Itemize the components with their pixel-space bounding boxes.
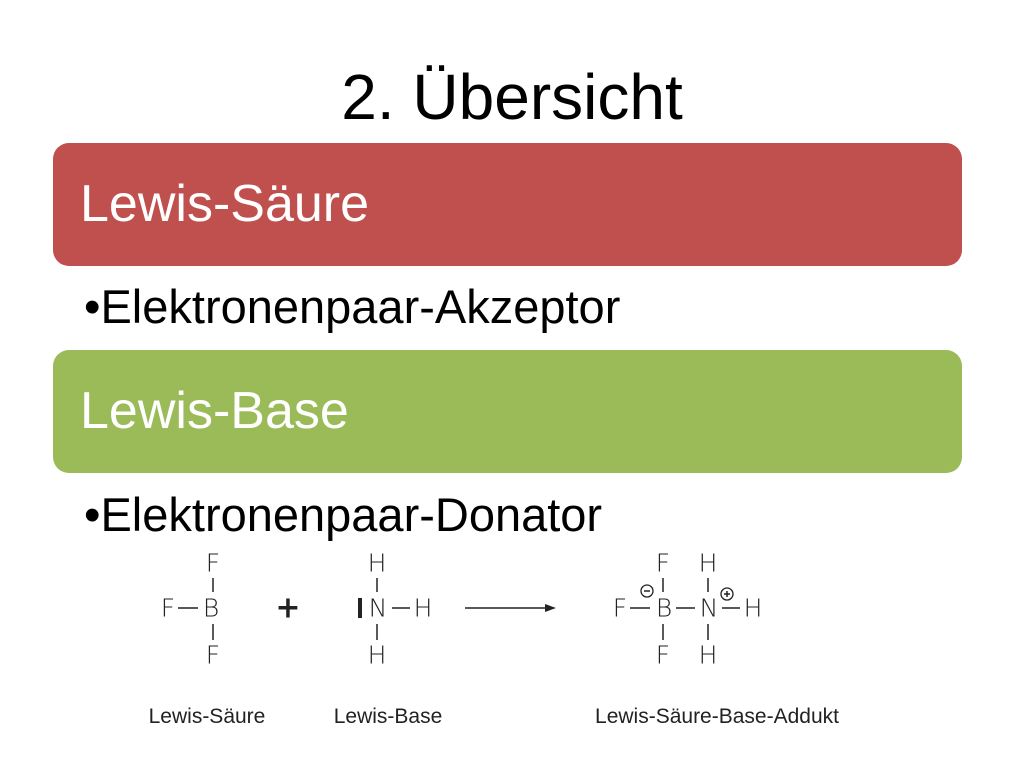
nh3-molecule: H N H H	[358, 549, 433, 670]
atom-h: H	[368, 549, 387, 578]
atom-n: N	[700, 594, 719, 623]
atom-f: F	[656, 549, 670, 578]
atom-n: N	[369, 594, 388, 623]
label-adduct: Lewis-Säure-Base-Addukt	[595, 705, 839, 728]
atom-f: F	[656, 641, 670, 670]
atom-h: H	[744, 594, 763, 623]
atom-f: F	[206, 641, 220, 670]
label-lewis-base: Lewis-Base	[334, 705, 443, 728]
atom-h: H	[368, 641, 387, 670]
label-lewis-acid: Lewis-Säure	[149, 705, 266, 728]
adduct-molecule: F H F B N H F H	[613, 549, 763, 670]
negative-charge-icon	[640, 584, 654, 598]
lewis-acid-heading: Lewis-Säure	[53, 143, 962, 266]
atom-f: F	[206, 549, 220, 578]
atom-h: H	[414, 594, 433, 623]
lewis-base-bullet: •Elektronenpaar-Donator	[84, 488, 603, 541]
atom-h: H	[699, 549, 718, 578]
atom-f: F	[613, 594, 627, 623]
atom-f: F	[161, 594, 175, 623]
atom-b: B	[203, 594, 219, 623]
atom-b: B	[656, 594, 672, 623]
lewis-base-heading: Lewis-Base	[53, 350, 962, 473]
plus-sign: +	[275, 591, 300, 626]
positive-charge-icon	[720, 587, 734, 601]
atom-h: H	[699, 641, 718, 670]
slide-title: 2. Übersicht	[341, 61, 683, 133]
bf3-molecule: F F B F	[161, 549, 220, 670]
lewis-acid-bullet: •Elektronenpaar-Akzeptor	[84, 280, 621, 333]
reaction-arrow	[465, 604, 556, 612]
